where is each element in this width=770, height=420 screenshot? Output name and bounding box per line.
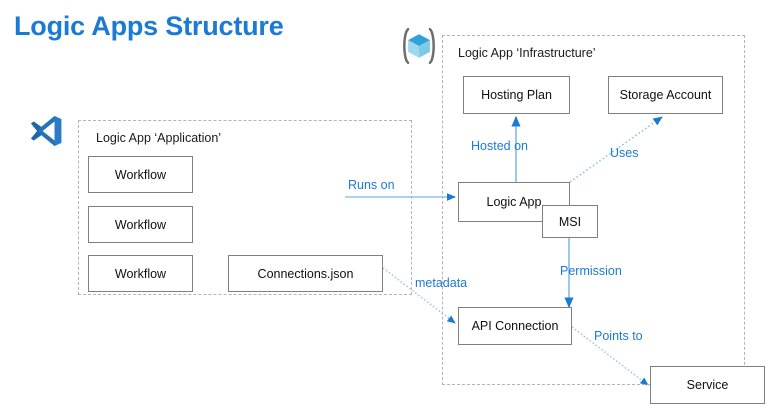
connector-label-metadata: metadata [415, 276, 468, 290]
node-workflow-1[interactable]: Workflow [88, 156, 193, 193]
group-application-label: Logic App ‘Application’ [96, 131, 222, 145]
connector-label-uses: Uses [610, 146, 639, 160]
group-infrastructure [442, 35, 745, 385]
node-api-connection[interactable]: API Connection [458, 307, 572, 345]
node-hosting-plan[interactable]: Hosting Plan [463, 76, 570, 114]
connector-label-permission: Permission [560, 264, 622, 278]
group-application [78, 120, 412, 295]
node-service[interactable]: Service [650, 366, 765, 404]
node-storage-account[interactable]: Storage Account [608, 76, 723, 114]
node-workflow-2[interactable]: Workflow [88, 206, 193, 243]
page-title: Logic Apps Structure [14, 11, 284, 41]
bicep-cube-icon [398, 25, 440, 67]
vscode-icon [29, 114, 63, 148]
group-infrastructure-label: Logic App ‘Infrastructure’ [458, 46, 596, 60]
node-connections-json[interactable]: Connections.json [228, 255, 383, 292]
connector-label-hosted-on: Hosted on [471, 139, 528, 153]
connector-label-runs-on: Runs on [348, 178, 395, 192]
node-workflow-3[interactable]: Workflow [88, 255, 193, 292]
node-msi[interactable]: MSI [542, 205, 598, 238]
connector-label-points-to: Points to [594, 329, 643, 343]
